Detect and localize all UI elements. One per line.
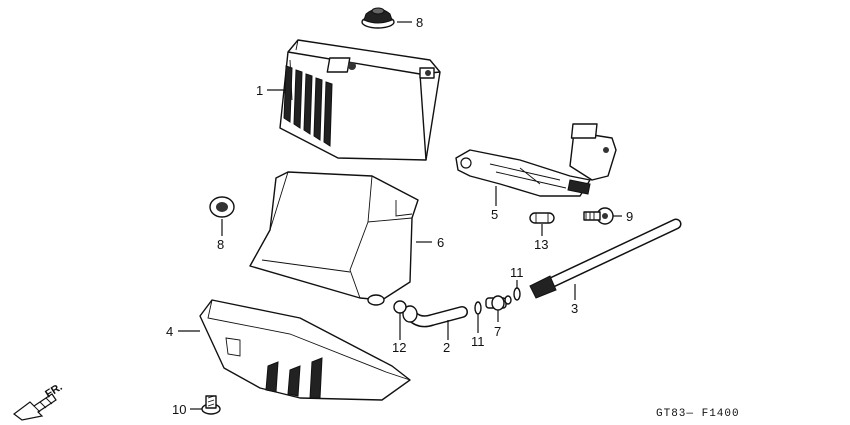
clip-12-part — [393, 300, 407, 314]
leader-lines — [178, 21, 622, 410]
callout-3: 3 — [571, 301, 578, 316]
callout-9: 9 — [626, 209, 633, 224]
grommet-top-part — [361, 7, 395, 29]
bolt-10-part — [201, 395, 221, 415]
grommet-left-part — [209, 196, 235, 218]
elbow-tube-part — [402, 305, 468, 328]
callout-7: 7 — [494, 324, 501, 339]
callout-8-top: 8 — [416, 15, 423, 30]
callout-11-lower: 11 — [471, 334, 485, 349]
breather-tube-part — [529, 218, 682, 299]
callout-11-upper: 11 — [510, 265, 524, 280]
callout-12: 12 — [392, 340, 406, 355]
clip-11-lower-part — [474, 301, 482, 315]
callout-4: 4 — [166, 324, 173, 339]
fuse-part — [529, 212, 555, 224]
bolt-9-part — [583, 207, 614, 225]
callout-6: 6 — [437, 235, 444, 250]
battery-tray-part — [199, 299, 411, 401]
battery-bracket-part — [455, 123, 617, 197]
callout-1: 1 — [256, 83, 263, 98]
diagram-code: GT83— F1400 — [656, 408, 740, 420]
clip-11-upper-part — [513, 287, 521, 301]
callout-2: 2 — [443, 340, 450, 355]
callout-10: 10 — [172, 402, 186, 417]
front-direction-arrow-icon — [13, 393, 57, 421]
battery-case-part — [249, 171, 419, 306]
battery-ribs — [283, 65, 333, 147]
joint-part — [485, 295, 512, 311]
battery-part — [279, 39, 441, 161]
callout-8-left: 8 — [217, 237, 224, 252]
callout-13: 13 — [534, 237, 548, 252]
callout-5: 5 — [491, 207, 498, 222]
